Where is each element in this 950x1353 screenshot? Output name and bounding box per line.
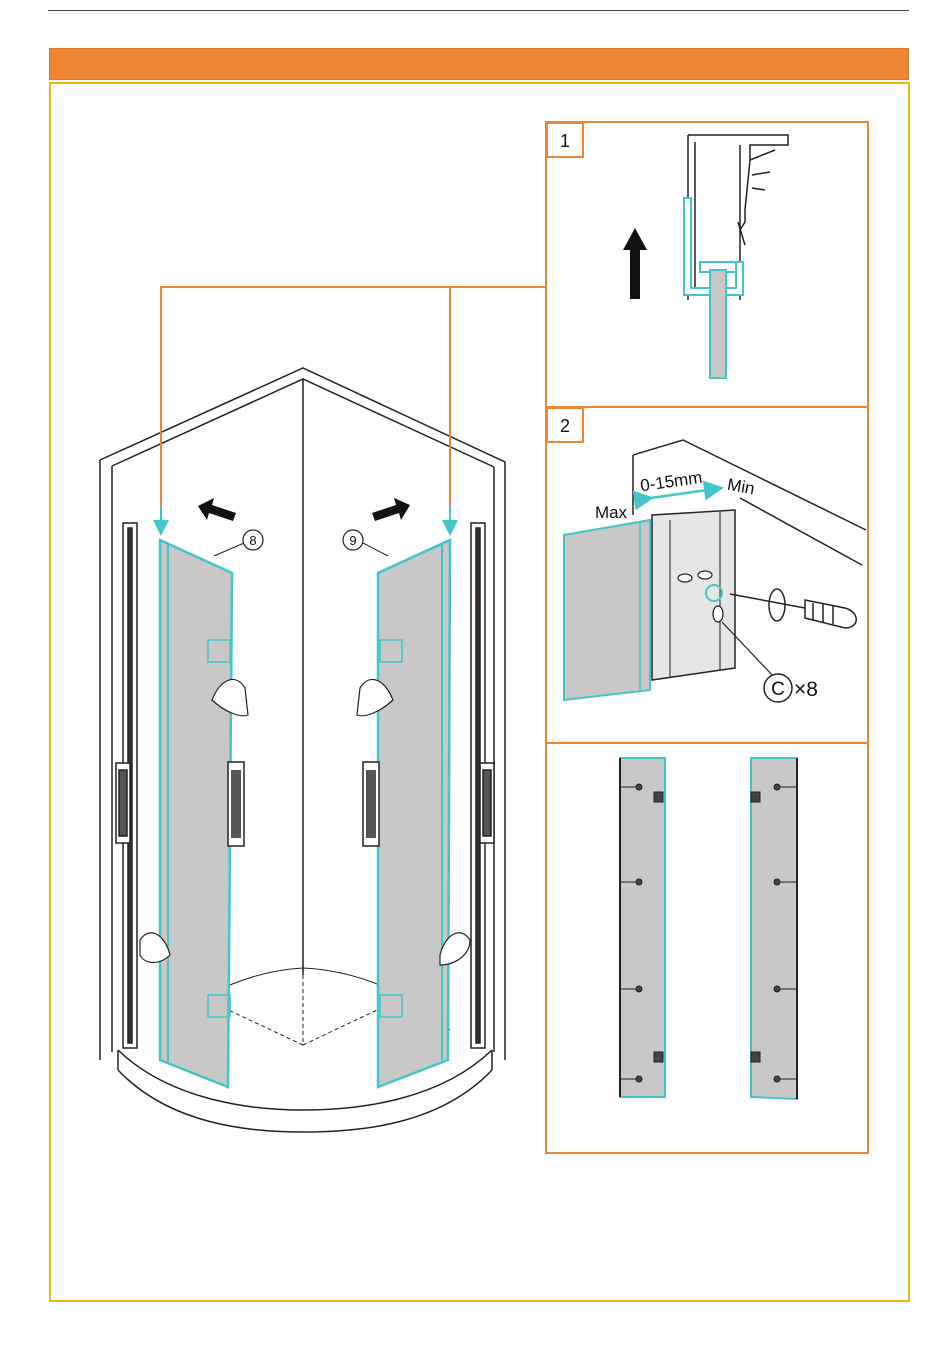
screw-code: C — [771, 679, 785, 700]
callout-number-9: 9 — [349, 533, 356, 548]
glass-edge — [710, 270, 726, 378]
left-glass-strip — [620, 758, 665, 1097]
step1-connector — [161, 287, 545, 520]
callout-right: 9 — [343, 530, 388, 556]
push-arrows — [198, 498, 410, 521]
right-door-glass — [363, 540, 450, 1087]
step-3-panel — [546, 743, 868, 1153]
arrow-left-door-icon — [198, 498, 236, 521]
callout-left: 8 — [214, 530, 263, 556]
arrow-right-door-icon — [372, 498, 410, 521]
callout-number-8: 8 — [249, 533, 256, 548]
step-1-panel: 1 — [546, 122, 868, 407]
step-2-panel: 2 Max 0-15mm Min C ×8 — [546, 407, 868, 743]
right-glass-strip — [751, 758, 797, 1099]
left-door-glass — [160, 540, 244, 1087]
label-max: Max — [595, 503, 628, 522]
glass-panel — [564, 520, 650, 700]
step-2-number: 2 — [560, 416, 570, 436]
step-1-number: 1 — [560, 131, 570, 151]
screw-quantity: ×8 — [794, 678, 818, 701]
